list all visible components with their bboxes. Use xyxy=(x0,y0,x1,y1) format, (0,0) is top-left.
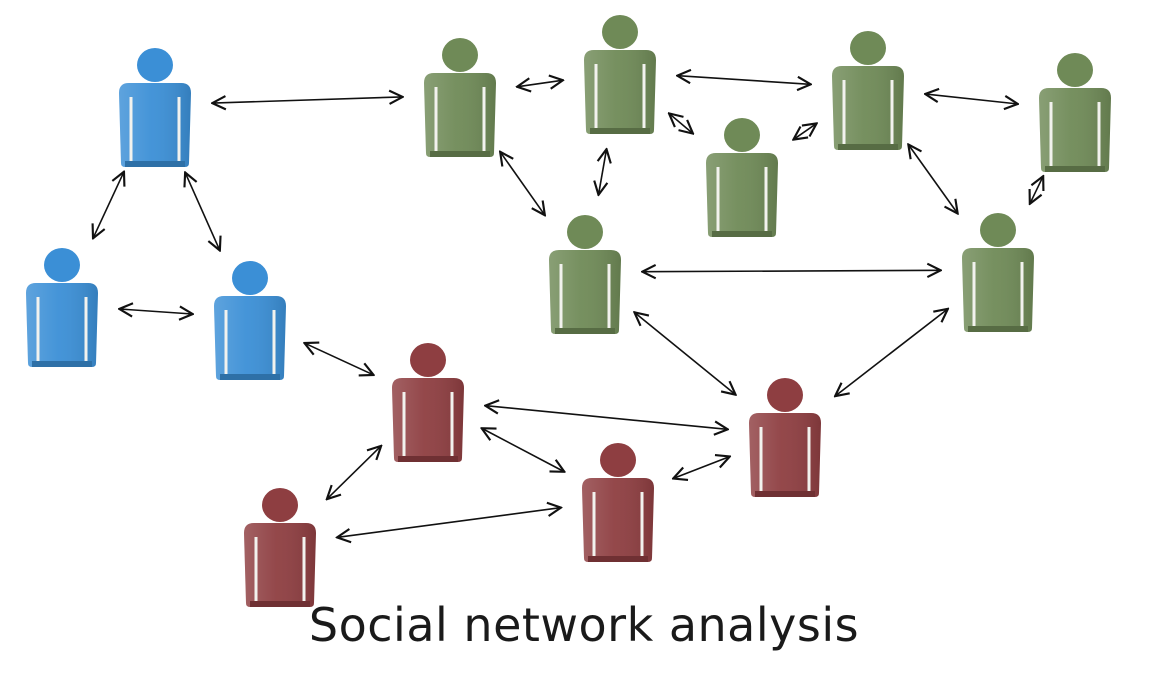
connection-arrow-r2-r1 xyxy=(327,446,380,498)
connection-arrow-g5-r3 xyxy=(635,313,735,395)
connection-arrow-r1-r3 xyxy=(486,406,727,430)
connection-arrow-r1-r5 xyxy=(482,429,564,472)
person-icon-b2 xyxy=(26,248,98,367)
person-icon-g7 xyxy=(962,213,1034,332)
connection-arrow-g6-g7 xyxy=(1030,177,1043,204)
connection-arrow-g1-g5 xyxy=(501,152,545,214)
connection-arrow-g1-g2 xyxy=(518,80,563,86)
diagram-caption: Social network analysis xyxy=(308,598,860,652)
connection-arrow-g2-g3 xyxy=(678,76,810,85)
person-icon-g6 xyxy=(1039,53,1111,172)
person-icon-b1 xyxy=(119,48,191,167)
person-icon-b3 xyxy=(214,261,286,380)
connection-arrow-g5-g7 xyxy=(643,270,940,271)
connection-arrow-g2-g4 xyxy=(670,114,693,133)
connection-arrow-b2-b3 xyxy=(120,309,192,314)
person-icon-r1 xyxy=(392,343,464,462)
person-icon-g3 xyxy=(832,31,904,150)
person-icon-r2 xyxy=(244,488,316,607)
person-icon-r5 xyxy=(582,443,654,562)
connection-arrow-g3-g6 xyxy=(926,94,1017,104)
connection-arrow-b1-b3 xyxy=(185,173,219,250)
person-icon-g1 xyxy=(424,38,496,157)
person-icon-g4 xyxy=(706,118,778,237)
people-nodes xyxy=(26,15,1111,607)
connection-arrow-g7-r3 xyxy=(836,309,948,396)
connection-arrow-r2-r5 xyxy=(338,508,561,538)
person-icon-g2 xyxy=(584,15,656,134)
person-icon-g5 xyxy=(549,215,621,334)
connection-arrow-b1-g1 xyxy=(213,97,402,103)
connection-arrow-r5-r3 xyxy=(674,457,729,479)
connection-arrow-g3-g7 xyxy=(909,145,958,213)
connection-arrow-b1-b2 xyxy=(93,172,123,237)
connection-arrow-g2-g5 xyxy=(599,150,607,194)
connection-arrow-g4-g3 xyxy=(794,124,816,139)
connection-arrows xyxy=(93,76,1043,538)
person-icon-r3 xyxy=(749,378,821,497)
connection-arrow-b3-r1 xyxy=(305,343,373,374)
